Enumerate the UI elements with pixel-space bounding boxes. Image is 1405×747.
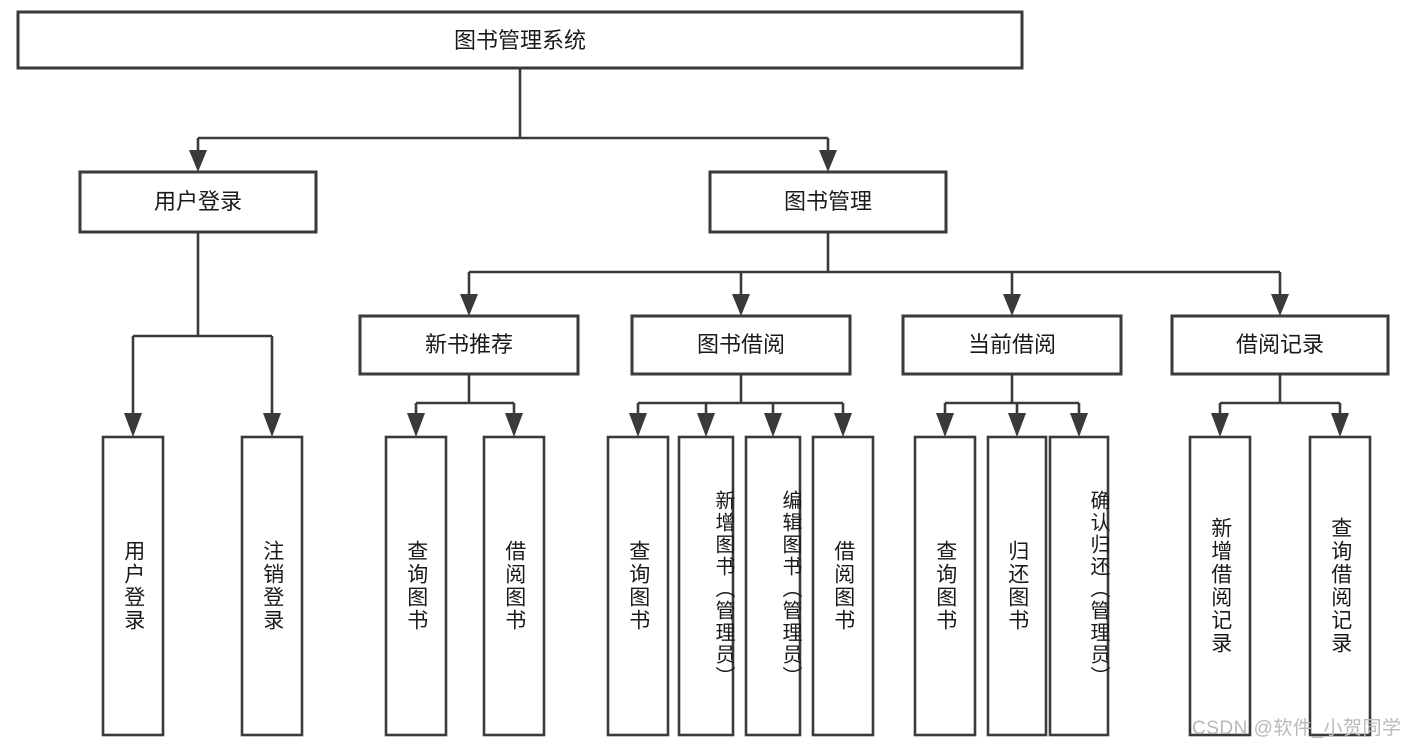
arrowhead-leaf-query-book-2	[629, 413, 647, 437]
arrowhead-leaf-user-logout	[263, 413, 281, 437]
node-current-label: 当前借阅	[968, 332, 1056, 357]
node-current-box[interactable]	[901, 314, 1123, 376]
arrowhead-leaf-add-book	[697, 413, 715, 437]
leaf-add-book-box[interactable]	[677, 435, 735, 737]
leaf-user-logout-box[interactable]	[240, 435, 304, 737]
arrowhead-records	[1271, 294, 1289, 316]
leaf-add-record-box[interactable]	[1188, 435, 1252, 737]
arrowhead-leaf-add-record	[1211, 413, 1229, 437]
arrowhead-bookmgmt	[819, 150, 837, 172]
node-newbook-label: 新书推荐	[425, 332, 513, 357]
node-newbook[interactable]: 新书推荐	[358, 314, 580, 376]
node-borrow[interactable]: 图书借阅	[630, 314, 852, 376]
leaf-query-book-1-box[interactable]	[384, 435, 448, 737]
node-records-label: 借阅记录	[1236, 332, 1324, 357]
arrowhead-current	[1003, 294, 1021, 316]
leaf-return-book-box[interactable]	[986, 435, 1048, 737]
arrowhead-leaf-borrow-book-2	[834, 413, 852, 437]
node-root[interactable]: 图书管理系统	[16, 10, 1024, 70]
csdn-watermark: CSDN @软件_小贺同学	[1192, 718, 1402, 739]
node-records-box[interactable]	[1170, 314, 1390, 376]
leaf-user-login-box[interactable]	[101, 435, 165, 737]
node-bookmgmt[interactable]: 图书管理	[708, 170, 948, 234]
node-login-label: 用户登录	[154, 189, 242, 214]
node-borrow-box[interactable]	[630, 314, 852, 376]
arrowhead-leaf-confirm-return	[1070, 413, 1088, 437]
connector-group-borrow	[629, 374, 852, 437]
node-newbook-box[interactable]	[358, 314, 580, 376]
arrowhead-leaf-query-book-3	[936, 413, 954, 437]
leaf-borrow-book-2-box[interactable]	[811, 435, 875, 737]
leaf-query-book-3-box[interactable]	[913, 435, 977, 737]
node-root-box[interactable]	[16, 10, 1024, 70]
leaf-edit-book-box[interactable]	[744, 435, 802, 737]
leaf-box-group	[101, 435, 1372, 737]
arrowhead-borrow	[732, 294, 750, 316]
node-bookmgmt-box[interactable]	[708, 170, 948, 234]
arrowhead-login	[189, 150, 207, 172]
connector-group-current	[936, 374, 1088, 437]
arrowhead-leaf-borrow-book-1	[505, 413, 523, 437]
node-borrow-label: 图书借阅	[697, 332, 785, 357]
node-records[interactable]: 借阅记录	[1170, 314, 1390, 376]
arrowhead-leaf-return-book	[1008, 413, 1026, 437]
node-current[interactable]: 当前借阅	[901, 314, 1123, 376]
leaf-query-book-2-box[interactable]	[606, 435, 670, 737]
arrowhead-leaf-edit-book	[764, 413, 782, 437]
connector-group-bookmgmt	[460, 232, 1289, 316]
arrowhead-newbook	[460, 294, 478, 316]
node-bookmgmt-label: 图书管理	[784, 189, 872, 214]
connector-group-login	[124, 232, 281, 437]
node-login-box[interactable]	[78, 170, 318, 234]
leaf-query-record-box[interactable]	[1308, 435, 1372, 737]
arrowhead-leaf-query-book-1	[407, 413, 425, 437]
arrowhead-leaf-query-record	[1331, 413, 1349, 437]
node-login[interactable]: 用户登录	[78, 170, 318, 234]
node-root-label: 图书管理系统	[454, 28, 586, 53]
connector-group-root	[189, 68, 837, 172]
arrowhead-leaf-user-login	[124, 413, 142, 437]
leaf-confirm-return-box[interactable]	[1048, 435, 1110, 737]
leaf-borrow-book-1-box[interactable]	[482, 435, 546, 737]
connector-group-records	[1211, 374, 1349, 437]
connector-group-newbook	[407, 374, 523, 437]
